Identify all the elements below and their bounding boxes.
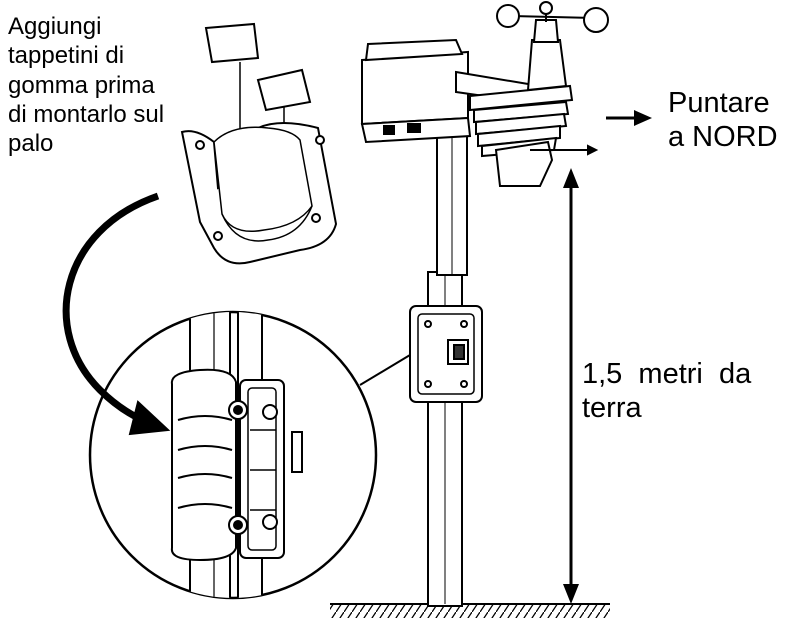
instruction-line: tappetini di <box>8 42 125 70</box>
double-arrow-vertical-icon <box>563 168 579 604</box>
bracket-with-rubber-pads <box>180 22 338 265</box>
detail-pointer-line <box>359 354 411 386</box>
detail-magnifier <box>88 310 378 600</box>
weather-station-sensor <box>360 1 609 187</box>
rubber-pad-1 <box>204 22 260 64</box>
pole-bracket <box>409 305 483 403</box>
north-line: a NORD <box>668 121 778 154</box>
wind-vane <box>494 140 599 187</box>
rubber-pad-2 <box>256 68 312 112</box>
mounting-pole <box>427 129 468 607</box>
north-line: Puntare <box>668 87 770 119</box>
arrow-right-icon <box>606 110 652 126</box>
height-line: 1,5 metri da <box>582 358 752 390</box>
instruction-line: gomma prima <box>8 71 155 99</box>
rubber-pads-instruction: Aggiungi tappetini di gomma prima di mon… <box>8 12 164 158</box>
curved-arrow-icon <box>62 192 160 428</box>
instruction-line: Aggiungi <box>8 13 102 40</box>
height-line: terra <box>582 392 642 425</box>
instruction-line: palo <box>8 130 54 158</box>
point-north-label: Puntare a NORD <box>668 86 778 154</box>
mounting-height-label: 1,5 metri da terra <box>582 357 751 425</box>
ground <box>330 603 610 618</box>
instruction-line: di montarlo sul <box>8 100 165 128</box>
anemometer <box>496 1 609 33</box>
curved-arrow-head <box>128 400 171 436</box>
